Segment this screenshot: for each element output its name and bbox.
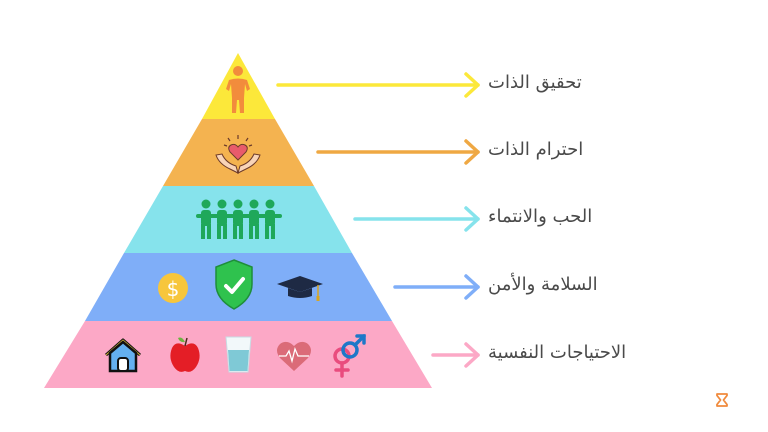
graduation-cap-icon xyxy=(277,276,323,301)
svg-text:$: $ xyxy=(167,277,180,301)
arrow-safety xyxy=(393,274,480,300)
label-safety: السلامة والأمن xyxy=(488,274,598,295)
shield-check-icon xyxy=(215,259,253,310)
arrow-love-belonging xyxy=(353,206,480,232)
label-physiological: الاحتياجات النفسية xyxy=(488,342,627,363)
arrow-self-actualization xyxy=(276,72,480,98)
gender-icon xyxy=(333,334,366,378)
group-people-icon xyxy=(196,199,282,239)
person-icon xyxy=(226,66,250,113)
water-glass-icon xyxy=(225,336,252,373)
dollar-coin-icon: $ xyxy=(158,273,188,303)
label-esteem: احترام الذات xyxy=(488,139,584,160)
arrow-esteem xyxy=(316,139,480,165)
label-self-actualization: تحقيق الذات xyxy=(488,72,582,93)
apple-icon xyxy=(170,337,200,372)
hourglass-logo-icon xyxy=(716,393,728,407)
heart-hands-icon xyxy=(215,135,261,174)
heart-pulse-icon xyxy=(277,341,311,371)
arrow-physiological xyxy=(431,342,480,368)
house-icon xyxy=(105,338,141,373)
label-love-belonging: الحب والانتماء xyxy=(488,206,593,227)
